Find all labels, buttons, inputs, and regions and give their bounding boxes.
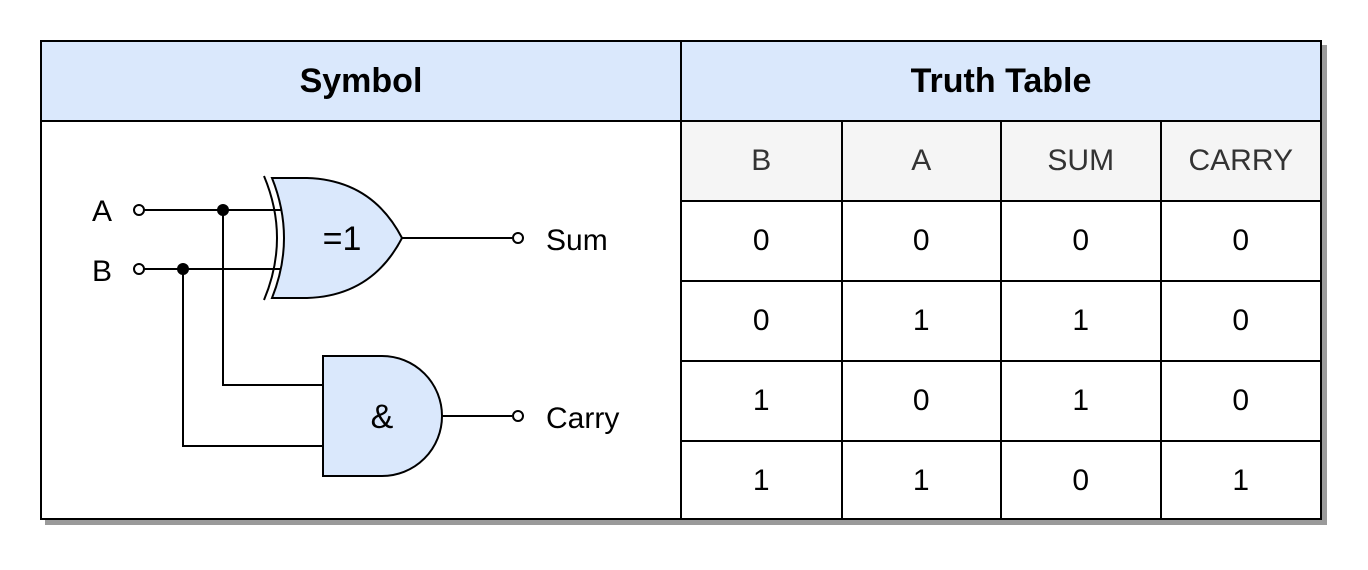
cell-carry: 1 [1159,440,1320,520]
and-gate-label: & [371,398,394,436]
xor-input-arc [263,175,278,301]
input-a-label: A [92,195,112,228]
symbol-panel: A B =1 Sum & Carry [42,122,682,518]
input-b-label: B [92,255,112,288]
cell-a: 0 [840,360,1002,442]
cell-a: 0 [840,200,1002,282]
truth-table-header-row: B A SUM CARRY [682,122,1320,202]
input-a-terminal [133,204,145,216]
truth-table-header: Truth Table [682,42,1320,122]
half-adder-card: Symbol Truth Table A B =1 Sum & [40,40,1322,520]
xor-gate-label: =1 [323,220,362,258]
carry-terminal [512,410,524,422]
cell-b: 0 [682,280,843,362]
b-to-and-wire [182,269,323,447]
cell-sum: 1 [1000,360,1162,442]
cell-b: 1 [682,440,843,520]
table-row: 0 0 0 0 [682,200,1320,282]
cell-b: 1 [682,360,843,442]
table-row: 0 1 1 0 [682,280,1320,362]
cell-sum: 0 [1000,440,1162,520]
column-header-sum: SUM [1000,122,1162,202]
cell-a: 1 [840,440,1002,520]
xor-gate [270,177,404,299]
table-row: 1 0 1 0 [682,360,1320,442]
and-gate [322,355,443,477]
sum-output-label: Sum [546,224,608,257]
truth-table: B A SUM CARRY 0 0 0 0 0 1 1 0 1 0 1 0 1 … [682,122,1320,520]
cell-carry: 0 [1159,360,1320,442]
input-b-terminal [133,263,145,275]
half-adder-circuit: A B =1 Sum & Carry [92,175,619,477]
symbol-header: Symbol [42,42,682,122]
cell-carry: 0 [1159,200,1320,282]
table-row: 1 1 0 1 [682,440,1320,520]
sum-terminal [512,232,524,244]
cell-sum: 0 [1000,200,1162,282]
column-header-b: B [682,122,843,202]
column-header-carry: CARRY [1159,122,1320,202]
cell-a: 1 [840,280,1002,362]
cell-b: 0 [682,200,843,282]
column-header-a: A [840,122,1002,202]
cell-sum: 1 [1000,280,1162,362]
cell-carry: 0 [1159,280,1320,362]
carry-output-label: Carry [546,402,619,435]
